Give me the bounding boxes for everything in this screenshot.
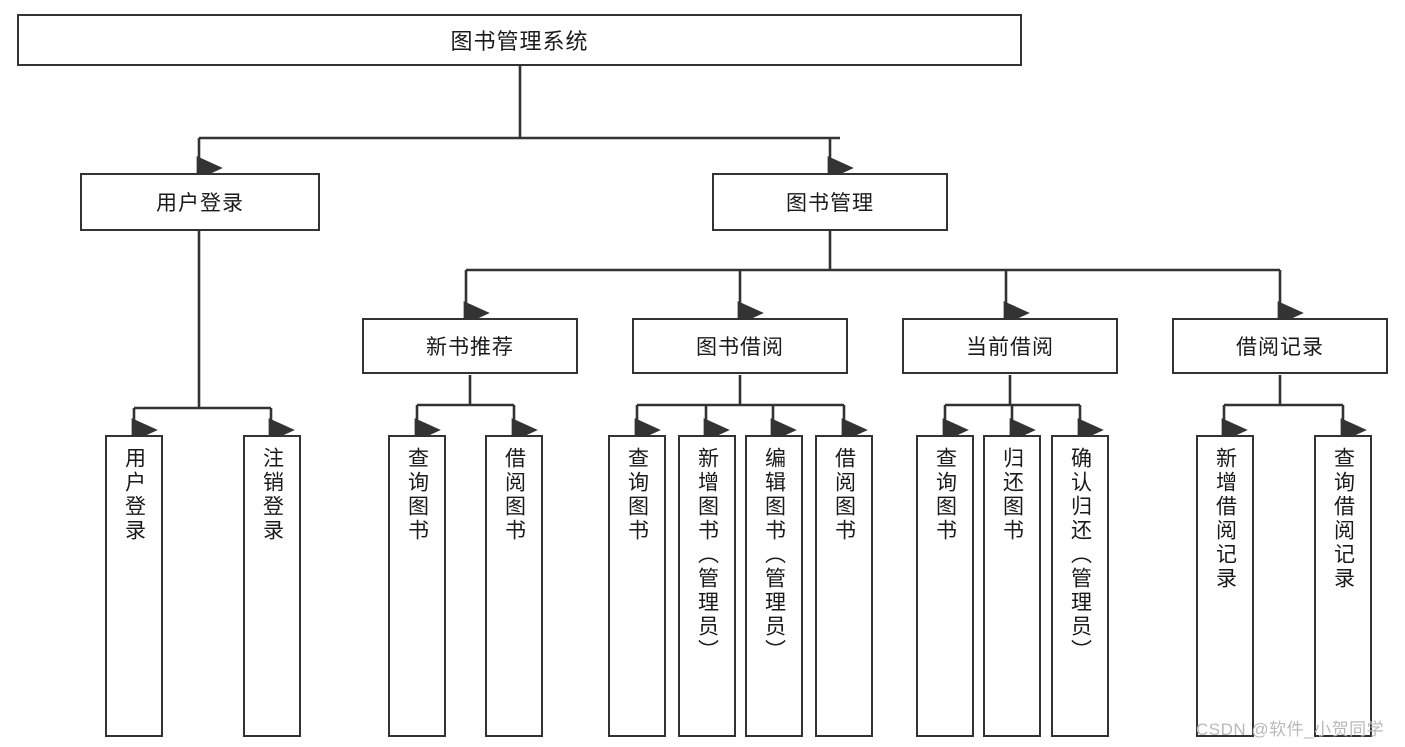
leaf-logout[interactable]: 注销登录: [243, 435, 301, 737]
leaf-bb-add-book-admin[interactable]: 新增图书（管理员）: [678, 435, 736, 737]
leaf-cb-return-book[interactable]: 归还图书: [983, 435, 1041, 737]
node-current-borrow[interactable]: 当前借阅: [902, 318, 1118, 374]
node-borrow-record[interactable]: 借阅记录: [1172, 318, 1388, 374]
leaf-bb-query-book[interactable]: 查询图书: [608, 435, 666, 737]
leaf-cb-query-book[interactable]: 查询图书: [916, 435, 974, 737]
csdn-watermark: CSDN @软件_小贺同学: [1196, 720, 1385, 739]
node-user-login[interactable]: 用户登录: [80, 173, 320, 231]
leaf-br-query-record[interactable]: 查询借阅记录: [1314, 435, 1372, 737]
node-book-management[interactable]: 图书管理: [712, 173, 948, 231]
leaf-nbr-borrow-book[interactable]: 借阅图书: [485, 435, 543, 737]
leaf-label: 查询图书: [405, 447, 429, 543]
leaf-label: 新增图书（管理员）: [695, 447, 719, 663]
node-root-system[interactable]: 图书管理系统: [17, 14, 1022, 66]
leaf-label: 确认归还（管理员）: [1068, 447, 1092, 663]
leaf-label: 新增借阅记录: [1213, 447, 1237, 591]
leaf-cb-confirm-return-admin[interactable]: 确认归还（管理员）: [1051, 435, 1109, 737]
node-new-book-recommend[interactable]: 新书推荐: [362, 318, 578, 374]
leaf-label: 编辑图书（管理员）: [762, 447, 786, 663]
leaf-label: 借阅图书: [502, 447, 526, 543]
leaf-label: 借阅图书: [832, 447, 856, 543]
leaf-label: 归还图书: [1000, 447, 1024, 543]
leaf-nbr-query-book[interactable]: 查询图书: [388, 435, 446, 737]
leaf-label: 查询图书: [625, 447, 649, 543]
leaf-label: 注销登录: [260, 447, 284, 543]
node-book-borrow[interactable]: 图书借阅: [632, 318, 848, 374]
leaf-label: 查询图书: [933, 447, 957, 543]
leaf-br-add-record[interactable]: 新增借阅记录: [1196, 435, 1254, 737]
leaf-bb-edit-book-admin[interactable]: 编辑图书（管理员）: [745, 435, 803, 737]
leaf-bb-borrow-book[interactable]: 借阅图书: [815, 435, 873, 737]
leaf-label: 用户登录: [122, 447, 146, 543]
leaf-user-login[interactable]: 用户登录: [105, 435, 163, 737]
leaf-label: 查询借阅记录: [1331, 447, 1355, 591]
